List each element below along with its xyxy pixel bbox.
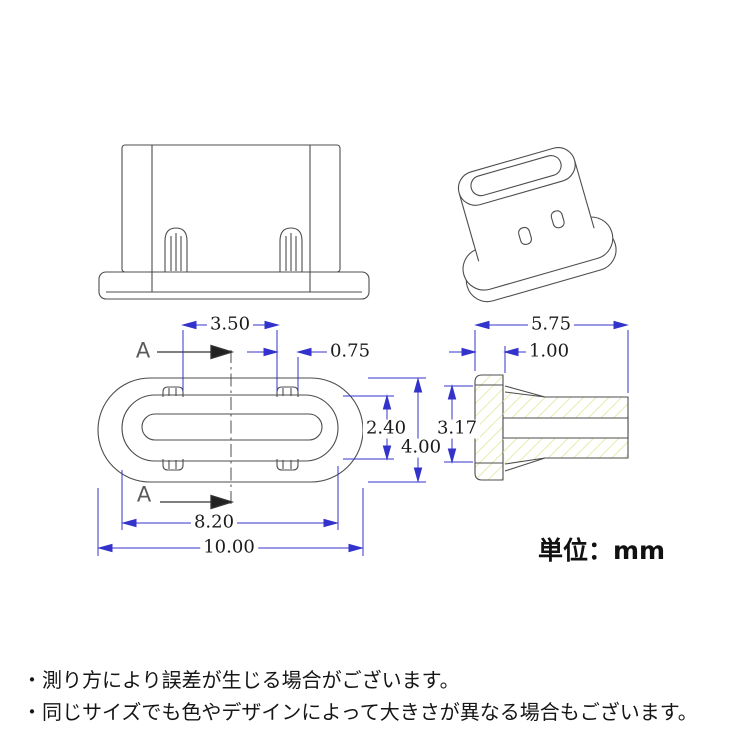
dim-body-width: 8.20 <box>190 513 238 533</box>
section-view-drawing <box>474 374 629 481</box>
note-size-variation: ・同じサイズでも色やデザインによって大きさが異なる場合もございます。 <box>22 700 698 724</box>
dim-flange-width: 10.00 <box>200 538 258 558</box>
isometric-view-drawing <box>457 147 617 303</box>
dim-flange-height: 4.00 <box>397 438 445 458</box>
dim-tab-width: 0.75 <box>326 342 374 362</box>
note-measurement-tolerance: ・測り方により誤差が生じる場合がございます。 <box>22 668 460 692</box>
dim-plug-height: 3.17 <box>433 419 481 439</box>
dim-flange-thickness: 1.00 <box>525 342 573 362</box>
front-view-drawing <box>98 144 370 300</box>
dim-body-height: 2.40 <box>362 419 410 439</box>
section-marker-bottom: A <box>136 482 152 507</box>
section-marker-top: A <box>135 338 151 363</box>
section-arrows <box>157 344 233 510</box>
dim-tab-gap: 3.50 <box>206 315 254 335</box>
dim-total-length: 5.75 <box>527 315 575 335</box>
unit-label: 単位：mm <box>538 536 666 565</box>
